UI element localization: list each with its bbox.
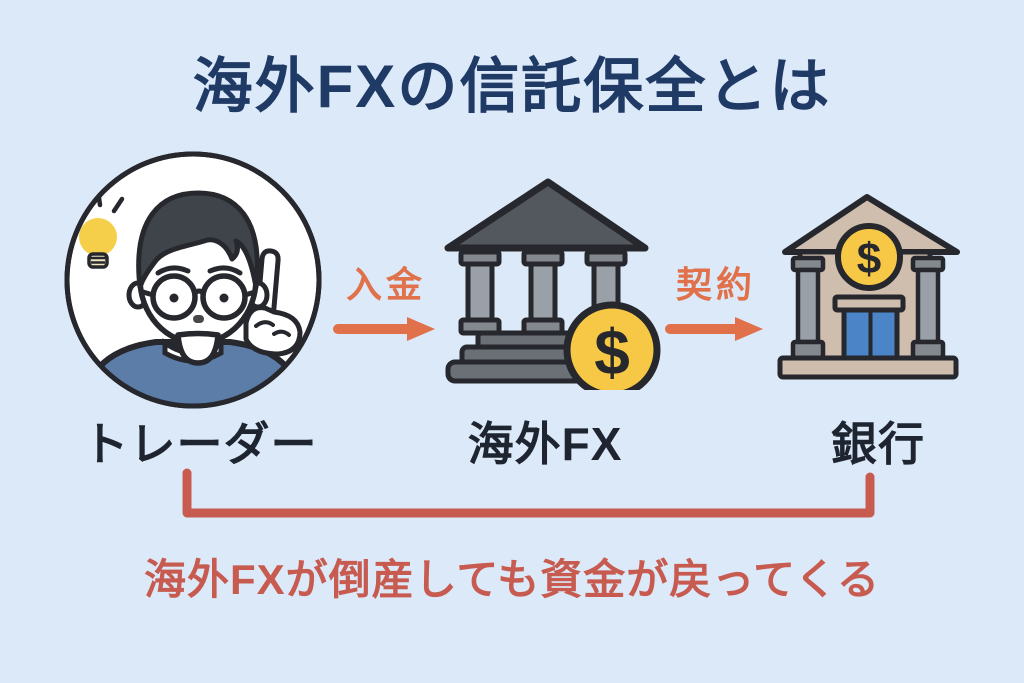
trader-mouth	[175, 330, 221, 366]
dollar-coin-icon: $	[835, 223, 903, 291]
bank-label: 銀行	[831, 418, 925, 470]
page-title: 海外FXの信託保全とは	[192, 53, 832, 120]
contract-arrow-group: 契約	[660, 256, 772, 344]
deposit-arrow-label: 入金	[345, 264, 426, 305]
bank-building-icon: $	[777, 194, 960, 380]
dollar-symbol: $	[594, 316, 630, 388]
right-arrow-icon	[665, 317, 763, 341]
refund-note: 海外FXが倒産しても資金が戻ってくる	[143, 556, 881, 603]
dollar-coin-icon: $	[563, 301, 661, 390]
bank-base	[777, 355, 959, 380]
deposit-arrow-group: 入金	[328, 256, 444, 344]
overseas-fx-building-icon: $	[444, 178, 661, 390]
trader-label: トレーダー	[82, 418, 318, 470]
refund-bracket	[182, 468, 875, 518]
dollar-symbol: $	[857, 235, 881, 284]
overseas-fx-label: 海外FX	[467, 418, 623, 470]
trader-head	[126, 190, 270, 366]
trader-hair	[136, 190, 260, 290]
trader-avatar-icon	[64, 151, 322, 409]
right-arrow-icon	[333, 317, 435, 341]
bank-door	[832, 294, 906, 363]
fx-roof	[444, 178, 649, 252]
contract-arrow-label: 契約	[675, 264, 756, 305]
bank-columns	[790, 255, 946, 361]
